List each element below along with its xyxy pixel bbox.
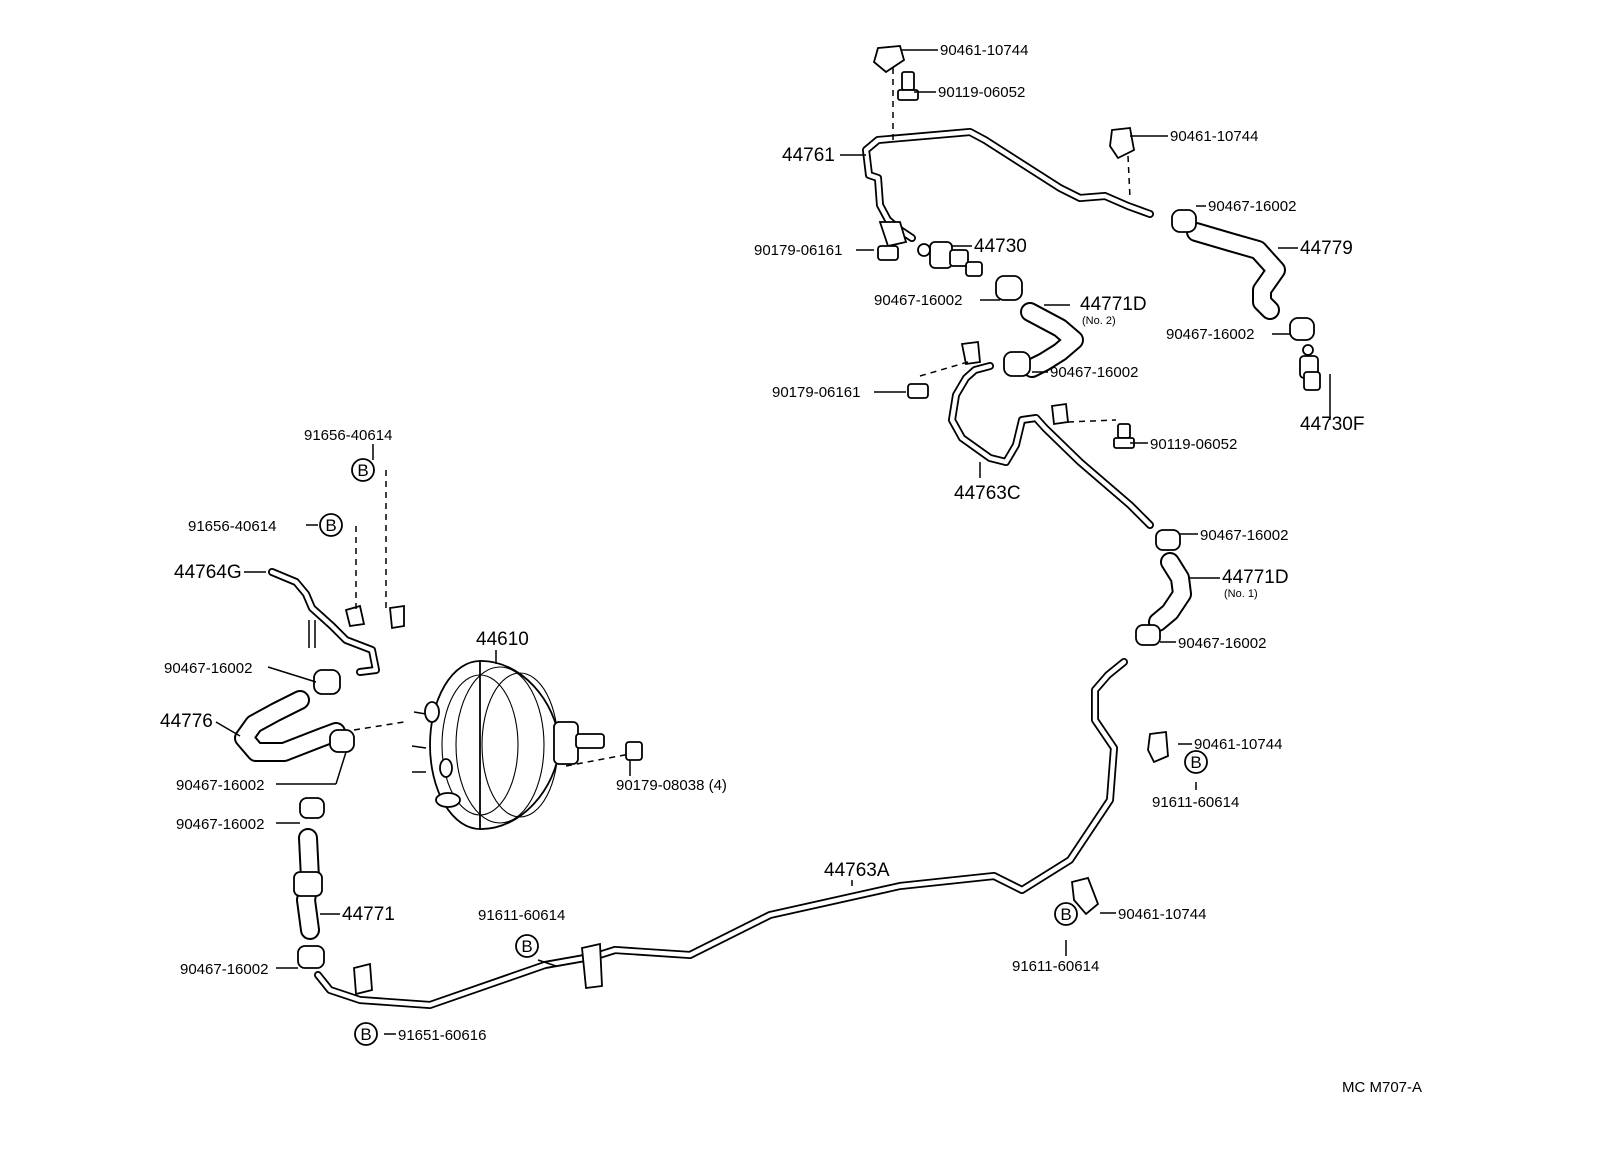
label-44764G: 44764G [174, 562, 242, 583]
check-valve-44730 [917, 241, 983, 277]
bolt-icon [625, 71, 1135, 761]
pipe-44764G [268, 568, 380, 676]
pipe-44763A [314, 658, 1128, 1009]
diagram-code: MC M707-A [1342, 1079, 1422, 1096]
check-valve-44730F [1299, 344, 1321, 391]
svg-text:B: B [1060, 905, 1071, 924]
label-91651-60616: 91651-60616 [398, 1027, 486, 1044]
hose-44779 [1186, 222, 1286, 320]
label-90467-16002-r1: 90467-16002 [1208, 198, 1296, 215]
label-44610: 44610 [476, 629, 529, 650]
label-44771D-no1-sub: (No. 1) [1224, 588, 1258, 600]
b-mark-icon: B B B B B B [319, 458, 1208, 1046]
label-44776: 44776 [160, 711, 213, 732]
label-44771D-no1: 44771D [1222, 567, 1289, 588]
clamp-icon [297, 209, 1315, 969]
label-91611-60614-b: 91611-60614 [478, 907, 565, 924]
label-90467-16002-c1: 90467-16002 [874, 292, 962, 309]
hose-44776 [234, 690, 346, 762]
label-44730: 44730 [974, 236, 1027, 257]
label-90461-10744-m3: 90461-10744 [1194, 736, 1282, 753]
svg-text:B: B [1190, 753, 1201, 772]
brake-booster-44610 [411, 660, 605, 830]
label-90119-06052-top: 90119-06052 [938, 84, 1025, 101]
label-44771: 44771 [342, 904, 395, 925]
label-44763C: 44763C [954, 483, 1021, 504]
label-91656-40614-a: 91656-40614 [304, 427, 392, 444]
label-90467-16002-l4: 90467-16002 [180, 961, 268, 978]
svg-text:B: B [357, 461, 368, 480]
label-44761: 44761 [782, 145, 835, 166]
hose-44771 [293, 828, 323, 940]
clip-icon [344, 45, 1169, 996]
label-91611-60614-a: 91611-60614 [1152, 794, 1239, 811]
label-90461-10744-right: 90461-10744 [1170, 128, 1258, 145]
label-90467-16002-c2: 90467-16002 [1050, 364, 1138, 381]
label-90467-16002-l2: 90467-16002 [176, 777, 264, 794]
pipe-44761 [862, 128, 1154, 242]
leader-lines [215, 49, 1331, 1035]
label-91611-60614-c: 91611-60614 [1012, 958, 1099, 975]
label-90467-16002-r2: 90467-16002 [1166, 326, 1254, 343]
label-90467-16002-l3: 90467-16002 [176, 816, 264, 833]
label-44779: 44779 [1300, 238, 1353, 259]
label-90461-10744-top: 90461-10744 [940, 42, 1028, 59]
assembly-lines [353, 68, 1131, 767]
svg-text:B: B [325, 516, 336, 535]
svg-text:B: B [521, 937, 532, 956]
label-90179-08038: 90179-08038 (4) [616, 777, 727, 794]
label-90179-06161-a: 90179-06161 [754, 242, 842, 259]
label-90119-06052-mid: 90119-06052 [1150, 436, 1237, 453]
label-90467-16002-m2: 90467-16002 [1178, 635, 1266, 652]
label-44771D-no2: 44771D [1080, 294, 1147, 315]
label-90461-10744-bot: 90461-10744 [1118, 906, 1206, 923]
label-90179-06161-b: 90179-06161 [772, 384, 860, 401]
pipe-44763C [948, 362, 1154, 529]
label-90467-16002-l1: 90467-16002 [164, 660, 252, 677]
label-91656-40614-b: 91656-40614 [188, 518, 276, 535]
part-labels: 90461-10744 90119-06052 90461-10744 4476… [160, 42, 1422, 1096]
hose-44771D-no2 [1020, 302, 1084, 378]
label-44763A: 44763A [824, 860, 890, 881]
svg-text:B: B [360, 1025, 371, 1044]
hose-44771D-no1 [1148, 552, 1192, 632]
label-44730F: 44730F [1300, 414, 1364, 435]
label-44771D-no2-sub: (No. 2) [1082, 315, 1116, 327]
label-90467-16002-m1: 90467-16002 [1200, 527, 1288, 544]
